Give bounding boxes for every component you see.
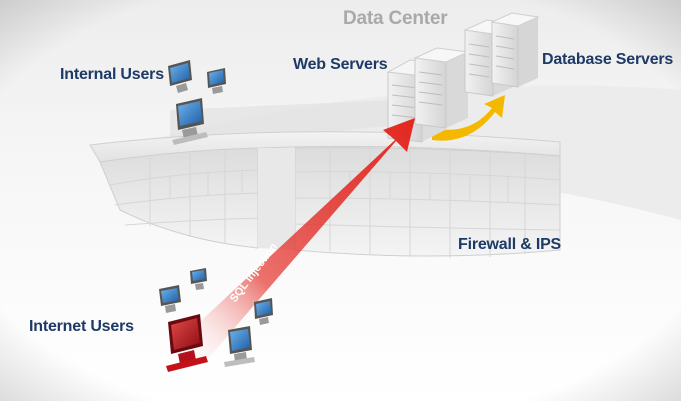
internal-users-label: Internal Users xyxy=(60,66,164,83)
web-servers-label: Web Servers xyxy=(293,56,388,73)
firewall-label: Firewall & IPS xyxy=(458,236,562,253)
database-servers-label: Database Servers xyxy=(542,51,674,68)
data-center-title: Data Center xyxy=(343,8,448,29)
internet-users-label: Internet Users xyxy=(29,318,134,335)
